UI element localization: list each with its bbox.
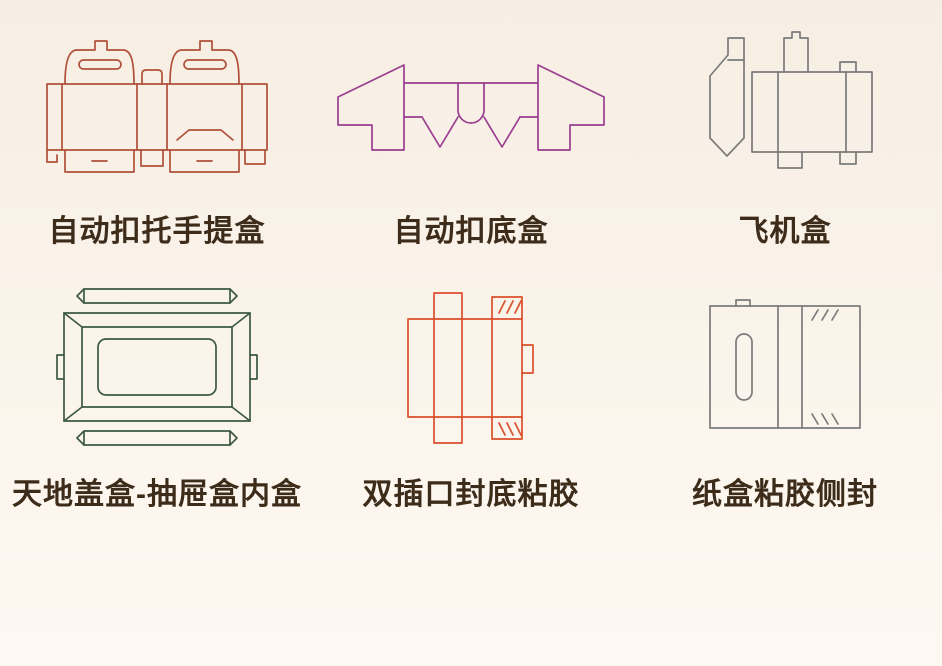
auto-lock-bottom-box-dieline-icon xyxy=(337,63,605,151)
mailer-box-dieline-icon xyxy=(709,30,873,169)
dieline-grid: 自动扣托手提盒 自动扣底盒 xyxy=(0,8,942,513)
dieline-art xyxy=(628,8,942,196)
lid-and-tray-box-dieline-icon xyxy=(56,287,258,446)
dieline-art xyxy=(0,274,314,459)
dieline-strokes xyxy=(46,40,268,173)
dieline-art xyxy=(0,8,314,196)
handle-carry-box-dieline-icon xyxy=(46,40,268,173)
dieline-strokes xyxy=(709,30,873,169)
dieline-strokes xyxy=(709,298,861,429)
dieline-card-lid-tray-box: 天地盖盒-抽屉盒内盒 xyxy=(0,258,314,513)
tuck-end-glue-box-dieline-icon xyxy=(407,291,534,444)
dieline-strokes xyxy=(407,291,534,444)
dieline-label: 双插口封底粘胶 xyxy=(362,478,580,511)
dieline-art xyxy=(314,274,628,459)
dieline-label: 飞机盒 xyxy=(738,215,832,248)
dieline-card-mailer-box: 飞机盒 xyxy=(628,8,942,258)
dieline-card-auto-lock-bottom: 自动扣底盒 xyxy=(314,8,628,258)
dieline-card-tuck-end-glue-box: 双插口封底粘胶 xyxy=(314,258,628,513)
dieline-label: 纸盒粘胶侧封 xyxy=(692,478,878,511)
dieline-card-handle-carry-box: 自动扣托手提盒 xyxy=(0,8,314,258)
dieline-art xyxy=(628,274,942,459)
dieline-strokes xyxy=(56,287,258,446)
dieline-card-side-seal-box: 纸盒粘胶侧封 xyxy=(628,258,942,513)
side-seal-glue-box-dieline-icon xyxy=(709,298,861,429)
dieline-label: 自动扣托手提盒 xyxy=(48,215,266,248)
dieline-label: 自动扣底盒 xyxy=(393,215,549,248)
dieline-label: 天地盖盒-抽屉盒内盒 xyxy=(12,478,302,511)
dieline-strokes xyxy=(337,63,605,151)
dieline-art xyxy=(314,8,628,196)
